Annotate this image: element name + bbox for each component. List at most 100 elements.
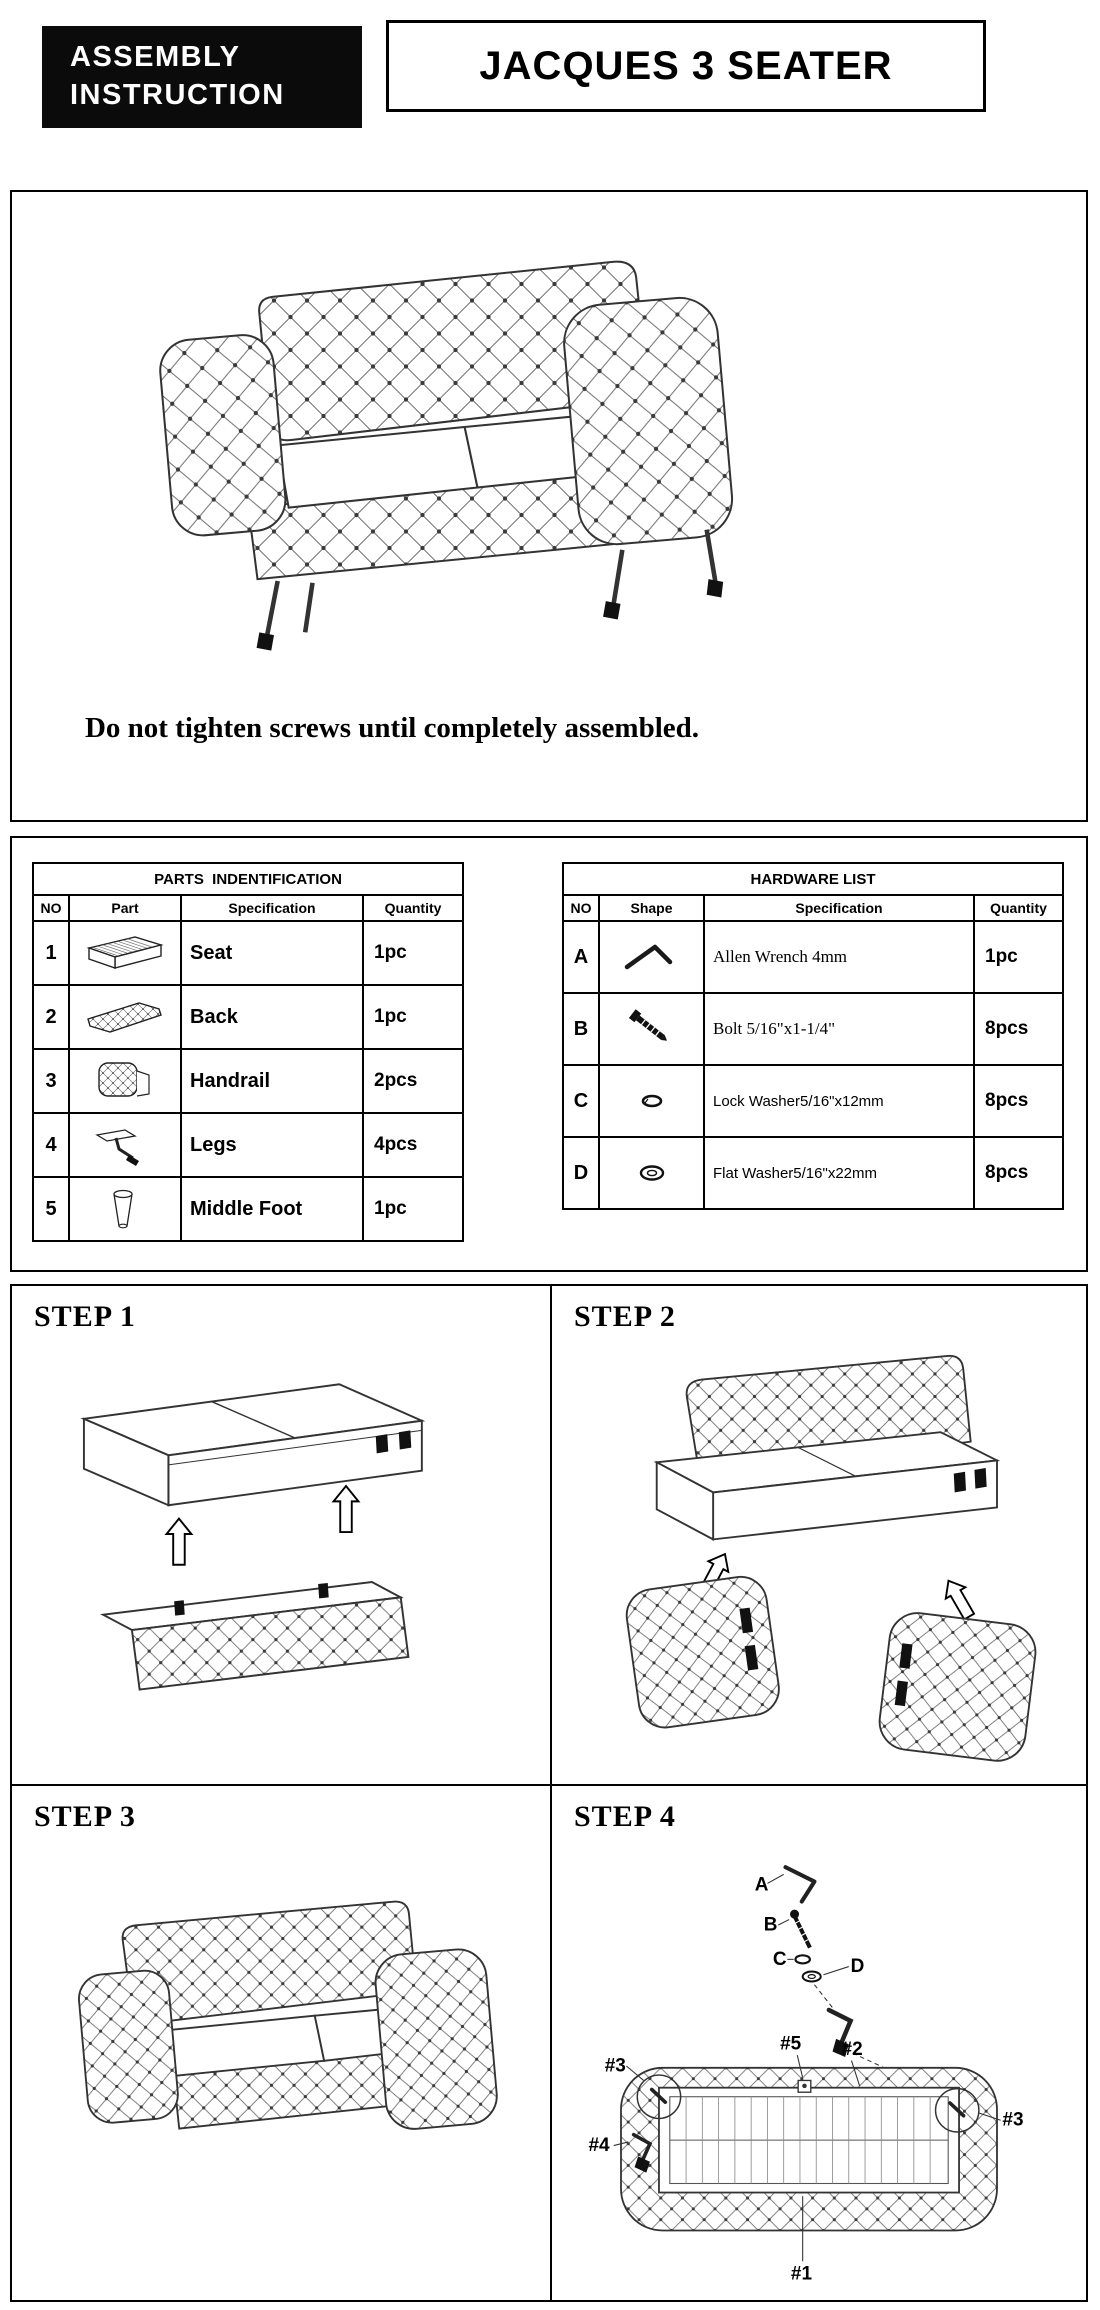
sofa-illustration [159,260,734,651]
part-icon-cell [68,920,182,986]
step-2-title: STEP 2 [574,1300,676,1333]
main-illustration-panel: Do not tighten screws until completely a… [10,190,1088,822]
flipped-sofa-base [620,2066,998,2232]
part-no: 2 [32,984,70,1050]
part-qty: 1pc [361,984,465,1050]
part-qty: 1pc [361,1176,465,1242]
part-no: 1 [32,920,70,986]
parts-row-middle-foot: 5 Middle Foot 1pc [32,1176,465,1242]
leg-part [826,2007,854,2057]
callout-2: #2 [842,2039,863,2060]
step-2-illustration [625,1354,1037,1762]
hardware-icon-cell [598,1064,705,1138]
parts-table-title-row: PARTS INDENTIFICATION [31,862,465,896]
hardware-table: HARDWARE LIST NO Shape Specification Qua… [562,862,1064,1210]
part-icon-cell [68,1048,182,1114]
hardware-no: B [562,992,600,1066]
up-arrow-icon [944,1579,976,1621]
hardware-col-spec: Specification [703,894,975,922]
part-name: Seat [180,920,364,986]
parts-row-back: 2 Back 1pc [32,984,465,1050]
callout-b: B [764,1914,778,1935]
seat-part-icon [86,936,164,969]
assembly-steps: STEP 1 [10,1284,1088,2302]
right-handrail-part [878,1612,1037,1762]
parts-col-spec: Specification [180,894,364,922]
left-handrail-part [625,1575,780,1729]
parts-row-legs: 4 Legs 4pcs [32,1112,465,1178]
hardware-table-title-row: HARDWARE LIST [562,862,1064,896]
hardware-row-bolt: B Bolt 5/16"x1-1/4" 8pcs [562,992,1064,1066]
parts-table-header-row: NO Part Specification Quantity [32,894,465,922]
lock-washer-icon [794,1954,811,1965]
part-no: 3 [32,1048,70,1114]
step-4-panel: STEP 4 A B C D [552,1786,1086,2300]
part-icon-cell [68,1176,182,1242]
part-qty: 1pc [361,920,465,986]
callout-c: C [773,1949,787,1970]
up-arrow-icon [164,1517,194,1566]
badge-line-2: INSTRUCTION [70,79,285,111]
part-qty: 4pcs [361,1112,465,1178]
callout-4: #4 [588,2135,610,2156]
back-panel [99,1581,410,1691]
back-part-icon [87,1002,162,1033]
flat-washer-icon [639,1165,664,1181]
hardware-no: A [562,920,600,994]
parts-row-seat: 1 Seat 1pc [32,920,465,986]
right-armrest [563,296,734,546]
part-name: Legs [180,1112,364,1178]
callout-1: #1 [791,2263,813,2284]
step-1-illustration [80,1383,426,1691]
bolt-icon [628,1009,667,1041]
hardware-table-title: HARDWARE LIST [562,862,1064,896]
callout-3-left: #3 [605,2055,626,2076]
step-4-illustration: A B C D [588,1865,1024,2284]
step-1-title: STEP 1 [34,1300,136,1333]
parts-col-no: NO [32,894,70,922]
middle-foot-part-icon [113,1189,133,1229]
seat-assembly [80,1383,426,1507]
lock-washer-icon [641,1094,662,1108]
hardware-col-qty: Quantity [973,894,1064,922]
step-3-panel: STEP 3 [12,1786,552,2300]
warning-notice: Do not tighten screws until completely a… [84,712,700,744]
hardware-icon-cell [598,920,705,994]
callout-a: A [755,1875,769,1896]
sofa-legs [256,529,724,651]
part-no: 4 [32,1112,70,1178]
hardware-name: Lock Washer5/16"x12mm [703,1064,975,1138]
step-2-panel: STEP 2 [552,1286,1086,1786]
part-no: 5 [32,1176,70,1242]
callout-3-right: #3 [1002,2110,1023,2131]
hardware-qty: 8pcs [973,1136,1064,1210]
flat-washer-icon [801,1970,822,1983]
hardware-row-flat-washer: D Flat Washer5/16"x22mm 8pcs [562,1136,1064,1210]
sofa-back [121,1900,418,2027]
part-name: Middle Foot [180,1176,364,1242]
bolt-icon [790,1909,812,1949]
step-1-panel: STEP 1 [12,1286,552,1786]
part-name: Handrail [180,1048,364,1114]
assembly-instruction-badge: ASSEMBLY INSTRUCTION [42,26,362,128]
allen-wrench-icon [783,1865,817,1904]
left-armrest [78,1969,179,2124]
parts-col-qty: Quantity [361,894,465,922]
hardware-no: D [562,1136,600,1210]
hardware-icon-cell [598,1136,705,1210]
step-4-title: STEP 4 [574,1800,676,1833]
step-3-title: STEP 3 [34,1800,136,1833]
corner-bracket-highlight [934,2087,980,2133]
part-icon-cell [68,1112,182,1178]
hardware-qty: 1pc [973,920,1064,994]
step-3-illustration [78,1900,498,2130]
left-armrest [159,334,287,537]
parts-col-part: Part [68,894,182,922]
hardware-qty: 8pcs [973,1064,1064,1138]
hardware-no: C [562,1064,600,1138]
parts-table: PARTS INDENTIFICATION NO Part Specificat… [31,862,465,1242]
parts-row-handrail: 3 Handrail 2pcs [32,1048,465,1114]
callout-d: D [851,1956,865,1977]
corner-bracket-highlight [636,2074,682,2120]
